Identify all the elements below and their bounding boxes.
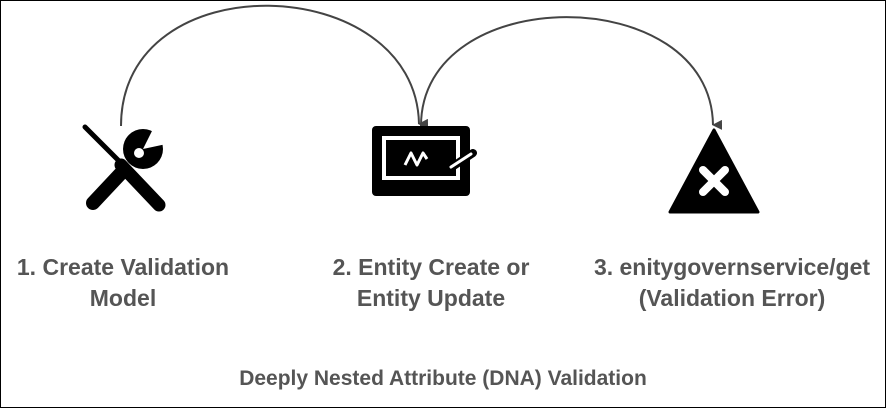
signature-screen-icon xyxy=(372,126,477,196)
step-3-label-line2: (Validation Error) xyxy=(638,285,826,311)
step-1-label: 1. Create Validation Model xyxy=(1,252,245,314)
arrow-step2-to-step3 xyxy=(420,16,723,130)
step-1-label-line1: 1. Create Validation xyxy=(16,254,230,280)
step-2-label-line2: Entity Update xyxy=(356,285,506,311)
tools-icon xyxy=(82,124,171,212)
step-2-label: 2. Entity Create or Entity Update xyxy=(301,252,561,314)
step-3-label: 3. enitygovernservice/get (Validation Er… xyxy=(579,252,885,314)
diagram-caption: Deeply Nested Attribute (DNA) Validation xyxy=(239,367,647,390)
arrow-step1-to-step2 xyxy=(120,4,429,129)
error-triangle-icon xyxy=(668,128,760,214)
step-1-label-line2: Model xyxy=(89,285,157,311)
step-3-label-line1: 3. enitygovernservice/get xyxy=(593,254,871,280)
step-2-label-line1: 2. Entity Create or xyxy=(332,254,530,280)
